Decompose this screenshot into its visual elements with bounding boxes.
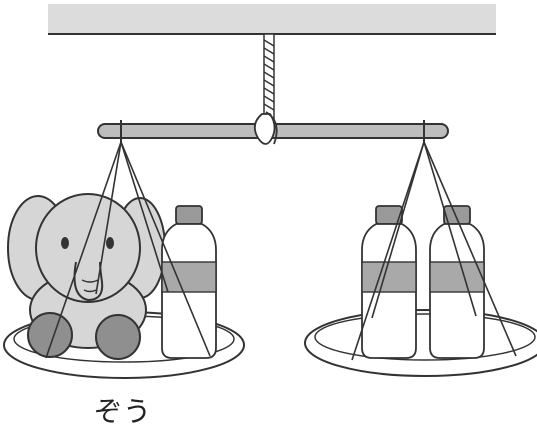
ceiling	[48, 4, 496, 34]
bottle-label	[430, 262, 484, 292]
right-eye	[106, 237, 114, 249]
left-foot	[28, 313, 72, 357]
bottle-label	[362, 262, 416, 292]
right-pan	[305, 142, 537, 376]
right-foot	[96, 315, 140, 359]
bottle-label	[162, 262, 216, 292]
elephant-caption: ぞう	[78, 390, 168, 430]
left-pan	[4, 142, 244, 378]
right-water-bottle-2	[430, 206, 484, 358]
left-eye	[61, 237, 69, 249]
left-water-bottle	[162, 206, 216, 358]
rope	[264, 34, 274, 124]
bottle-cap	[176, 206, 202, 224]
right-water-bottle-1	[362, 206, 416, 358]
right-tray	[305, 310, 537, 376]
